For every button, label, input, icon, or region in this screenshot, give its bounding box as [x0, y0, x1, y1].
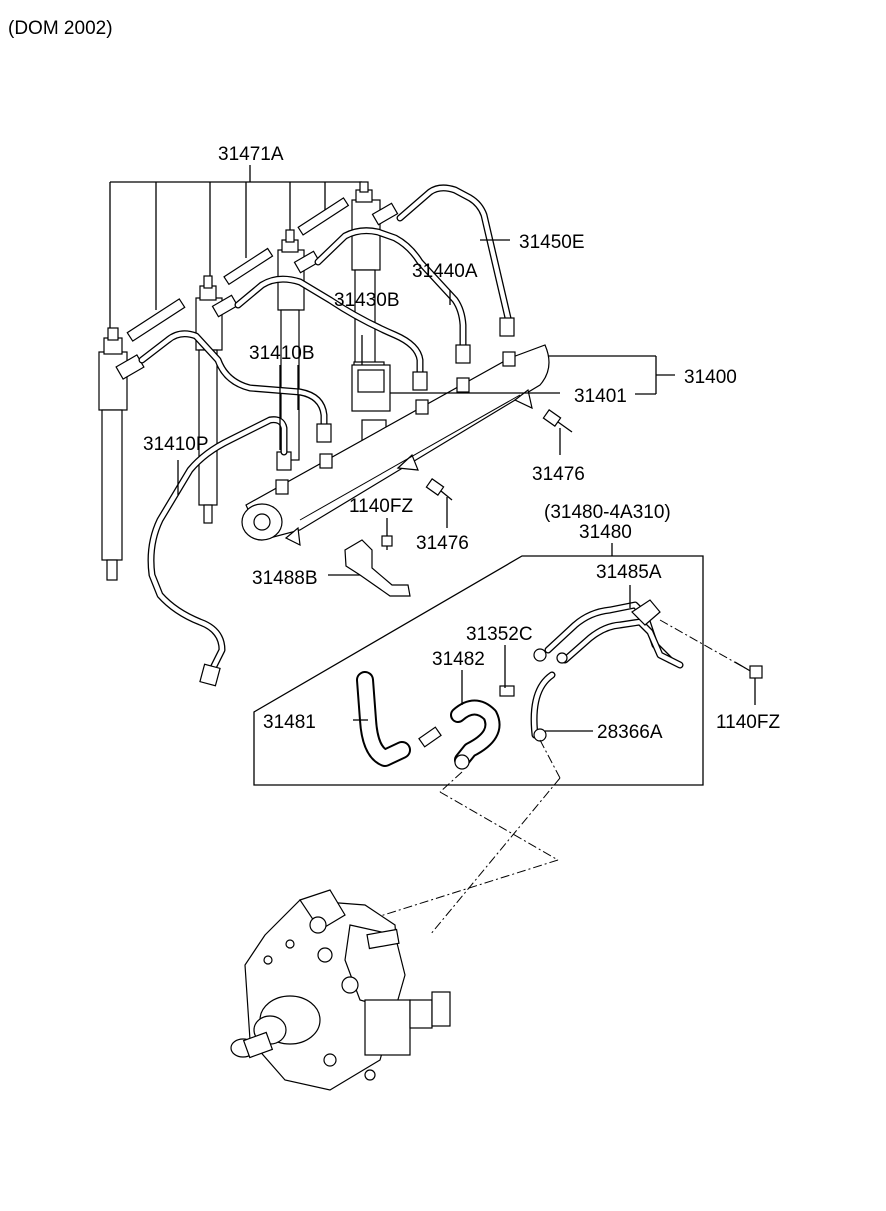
pipe-31430B[interactable] [234, 275, 428, 391]
label-31488B: 31488B [252, 568, 318, 589]
model-note: (DOM 2002) [8, 18, 113, 39]
injector-set-leader [109, 165, 363, 340]
hose-31482[interactable] [450, 670, 501, 770]
hose-31481[interactable] [353, 671, 442, 767]
label-31440A: 31440A [412, 261, 478, 282]
clip-28366A[interactable] [533, 728, 593, 742]
pipe-31450E[interactable] [396, 184, 515, 337]
injector-1[interactable] [98, 327, 145, 581]
pipe-31410P[interactable] [147, 416, 288, 687]
return-assy-frame [253, 543, 704, 786]
label-28366A: 28366A [597, 722, 663, 743]
label-31476-upper: 31476 [532, 464, 585, 485]
label-31400: 31400 [684, 367, 737, 388]
label-31481: 31481 [263, 712, 316, 733]
hose-short [530, 671, 556, 739]
label-31450E: 31450E [519, 232, 585, 253]
label-31480: 31480 [579, 522, 632, 543]
label-31430B: 31430B [334, 290, 400, 311]
label-31410B: 31410B [249, 343, 315, 364]
return-pipe-31485A[interactable] [544, 585, 746, 669]
pipe-31440A[interactable] [314, 227, 471, 364]
bolt-1140FZ-lower[interactable] [734, 661, 763, 705]
label-31480-alt: (31480-4A310) [544, 502, 671, 523]
clamp-31352C[interactable] [499, 645, 568, 697]
label-31352C: 31352C [466, 624, 533, 645]
label-1140FZ-upper: 1140FZ [349, 496, 413, 517]
bolt-31476-upper[interactable] [542, 409, 573, 455]
bracket-31488B[interactable] [328, 539, 411, 597]
label-31471A: 31471A [218, 144, 284, 165]
rail-leaders [177, 239, 675, 495]
label-31401: 31401 [574, 386, 627, 407]
common-rail[interactable] [241, 344, 550, 547]
injector-return-hoses [126, 197, 350, 342]
label-31410P: 31410P [143, 434, 209, 455]
label-31482: 31482 [432, 649, 485, 670]
pipe-31410B[interactable] [138, 330, 332, 471]
label-1140FZ-lower: 1140FZ [716, 712, 780, 733]
label-31476-lower: 31476 [416, 533, 469, 554]
bolt-1140FZ-upper[interactable] [381, 518, 393, 550]
injector-2[interactable] [195, 275, 239, 524]
label-31485A: 31485A [596, 562, 662, 583]
bolt-31476-lower[interactable] [425, 478, 453, 528]
high-pressure-pump[interactable] [230, 889, 451, 1091]
